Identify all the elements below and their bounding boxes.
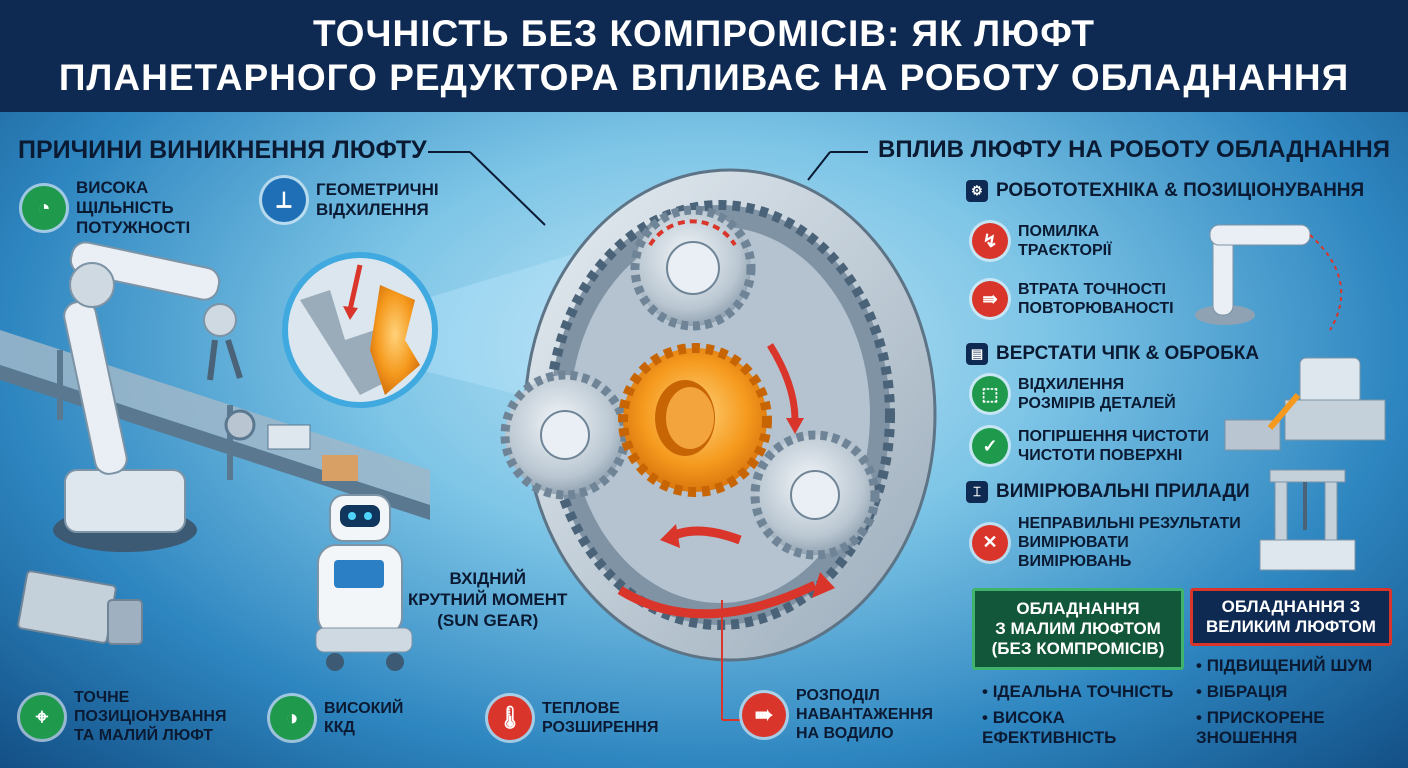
planet-gear-left: [500, 370, 630, 500]
robot-arm: [53, 241, 243, 552]
cause-thermal-text: ТЕПЛОВЕ РОЗШИРЕННЯ: [542, 700, 659, 736]
section-measuring-title: ⌶ ВИМІРЮВАЛЬНІ ПРИЛАДИ: [966, 481, 1250, 503]
gauge-icon: ◔: [22, 186, 66, 230]
robot-arm-small: [1195, 224, 1343, 331]
planet-gear-top: [630, 205, 756, 331]
cause-power-density-text: ВИСОКА ЩІЛЬНІСТЬ ПОТУЖНОСТІ: [76, 178, 191, 237]
cause-load-text: РОЗПОДІЛ НАВАНТАЖЕННЯ НА ВОДИЛО: [796, 687, 934, 742]
cause-power-density: ◔ ВИСОКА ЩІЛЬНІСТЬ ПОТУЖНОСТІ: [22, 178, 190, 238]
effect-trajectory-error: ↯ ПОМИЛКА ТРАЄКТОРІЇ: [972, 222, 1112, 260]
dimension-icon: ⬚: [972, 376, 1008, 412]
effect-repeatability-loss: ⇛ ВТРАТА ТОЧНОСТІ ПОВТОРЮВАНОСТІ: [972, 280, 1174, 318]
high-backlash-box: ОБЛАДНАННЯ З ВЕЛИКИМ ЛЮФТОМ: [1190, 588, 1392, 646]
section-cnc-title: ▤ ВЕРСТАТИ ЧПК & ОБРОБКА: [966, 343, 1259, 365]
effect-dimension-text: ВІДХИЛЕННЯ РОЗМІРІВ ДЕТАЛЕЙ: [1018, 376, 1176, 412]
low-bullet-1: ІДЕАЛЬНА ТОЧНІСТЬ: [982, 682, 1174, 702]
high-bullet-2: ВІБРАЦІЯ: [1196, 682, 1372, 702]
cause-load-distribution: ➠ РОЗПОДІЛ НАВАНТАЖЕННЯ НА ВОДИЛО: [742, 686, 933, 743]
speedometer-icon: ◑: [270, 696, 314, 740]
measuring-machine: [1259, 469, 1356, 571]
high-bullet-3: ПРИСКОРЕНЕ ЗНОШЕННЯ: [1196, 708, 1372, 748]
benefit-precise-positioning: ⌖ ТОЧНЕ ПОЗИЦІОНУВАННЯ ТА МАЛИЙ ЛЮФТ: [20, 688, 226, 745]
effect-dimension-deviation: ⬚ ВІДХИЛЕННЯ РОЗМІРІВ ДЕТАЛЕЙ: [972, 375, 1176, 413]
cross-icon: ✕: [972, 524, 1008, 561]
cnc-machine: [1224, 357, 1386, 451]
crosshair-icon: ⌖: [20, 694, 64, 739]
left-section-header: ПРИЧИНИ ВИНИКНЕННЯ ЛЮФТУ: [18, 136, 427, 164]
load-arrow-icon: ➠: [742, 692, 786, 737]
trajectory-icon: ↯: [972, 223, 1008, 259]
planet-gear-right: [750, 430, 880, 560]
effect-wrong-measurements: ✕ НЕПРАВИЛЬНІ РЕЗУЛЬТАТИ ВИМІРЮВАТИ ВИМІ…: [972, 514, 1241, 571]
robot-arm-icon: ⚙: [966, 180, 988, 202]
effect-repeatability-text: ВТРАТА ТОЧНОСТІ ПОВТОРЮВАНОСТІ: [1018, 281, 1174, 317]
effect-trajectory-text: ПОМИЛКА ТРАЄКТОРІЇ: [1018, 223, 1112, 259]
sun-gear: [618, 343, 772, 497]
rotation-arrow-lower: [617, 580, 817, 619]
section-robotics-text: РОБОТОТЕХНІКА & ПОЗИЦІОНУВАННЯ: [996, 180, 1365, 201]
benefit-efficiency-text: ВИСОКИЙ ККД: [324, 700, 404, 736]
effect-surface-text: ПОГІРШЕННЯ ЧИСТОТИ ЧИСТОТИ ПОВЕРХНІ: [1018, 428, 1209, 464]
servo-motor: [17, 570, 143, 645]
measuring-icon: ⌶: [966, 481, 988, 503]
planetary-gearbox: [500, 168, 937, 662]
section-measuring-text: ВИМІРЮВАЛЬНІ ПРИЛАДИ: [996, 481, 1250, 502]
title-line-1: ТОЧНІСТЬ БЕЗ КОМПРОМІСІВ: ЯК ЛЮФТ: [313, 13, 1095, 54]
cause-geometric-deviations: ⟂ ГЕОМЕТРИЧНІ ВІДХИЛЕННЯ: [262, 178, 439, 222]
cnc-icon: ▤: [966, 343, 988, 365]
effect-measurements-text: НЕПРАВИЛЬНІ РЕЗУЛЬТАТИ ВИМІРЮВАТИ ВИМІРЮ…: [1018, 515, 1241, 570]
effect-surface-finish: ✓ ПОГІРШЕННЯ ЧИСТОТИ ЧИСТОТИ ПОВЕРХНІ: [972, 427, 1209, 465]
benefit-high-efficiency: ◑ ВИСОКИЙ ККД: [270, 696, 403, 740]
cause-thermal-expansion: 🌡 ТЕПЛОВЕ РОЗШИРЕННЯ: [488, 696, 658, 740]
low-bullet-2: ВИСОКА ЕФЕКТИВНІСТЬ: [982, 708, 1173, 748]
low-backlash-bullets: ІДЕАЛЬНА ТОЧНІСТЬ ВИСОКА ЕФЕКТИВНІСТЬ: [982, 682, 1173, 754]
high-backlash-bullets: ПІДВИЩЕНИЙ ШУМ ВІБРАЦІЯ ПРИСКОРЕНЕ ЗНОШЕ…: [1196, 656, 1372, 754]
right-section-header: ВПЛИВ ЛЮФТУ НА РОБОТУ ОБЛАДНАННЯ: [878, 136, 1391, 163]
section-cnc-text: ВЕРСТАТИ ЧПК & ОБРОБКА: [996, 343, 1260, 364]
section-robotics-title: ⚙ РОБОТОТЕХНІКА & ПОЗИЦІОНУВАННЯ: [966, 180, 1364, 202]
title-bar: ТОЧНІСТЬ БЕЗ КОМПРОМІСІВ: ЯК ЛЮФТ ПЛАНЕТ…: [0, 0, 1408, 112]
caliper-icon: ⟂: [262, 178, 306, 222]
high-bullet-1: ПІДВИЩЕНИЙ ШУМ: [1196, 656, 1372, 676]
cause-geometric-text: ГЕОМЕТРИЧНІ ВІДХИЛЕННЯ: [316, 180, 439, 219]
sun-gear-label: ВХІДНИЙ КРУТНИЙ МОМЕНТ (SUN GEAR): [408, 569, 568, 630]
title-line-2: ПЛАНЕТАРНОГО РЕДУКТОРА ВПЛИВАЄ НА РОБОТУ…: [58, 57, 1350, 98]
benefit-precise-text: ТОЧНЕ ПОЗИЦІОНУВАННЯ ТА МАЛИЙ ЛЮФТ: [74, 689, 227, 744]
check-icon: ✓: [972, 428, 1008, 464]
low-backlash-box: ОБЛАДНАННЯ З МАЛИМ ЛЮФТОМ (БЕЗ КОМПРОМІС…: [972, 588, 1184, 670]
helper-robot: [315, 494, 413, 671]
thermometer-icon: 🌡: [488, 696, 532, 740]
repeat-icon: ⇛: [972, 281, 1008, 317]
